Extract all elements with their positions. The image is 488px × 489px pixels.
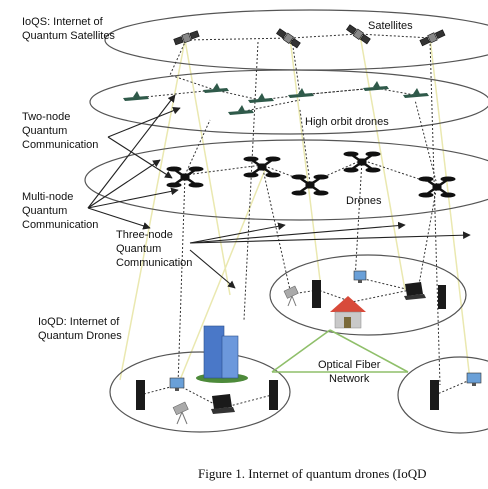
high-orbit-drone-icon <box>123 91 149 101</box>
quadcopter-icon <box>243 156 281 178</box>
quantum-beams <box>119 34 471 381</box>
drone-layer-ring <box>84 139 488 221</box>
server-tower-icon <box>269 380 278 410</box>
server-tower-icon <box>136 380 145 410</box>
quadcopter-icon <box>343 151 381 173</box>
monitor-icon <box>169 377 185 391</box>
satellite-icon <box>173 30 200 46</box>
layer-rings <box>84 9 488 434</box>
laptop-icon <box>404 282 426 300</box>
high-orbit-drones-label: High orbit drones <box>305 116 389 128</box>
house-icon <box>330 296 366 329</box>
server-tower-icon <box>438 285 446 309</box>
high-orbit-drone-icon <box>288 88 314 98</box>
laptop-icon <box>211 394 235 414</box>
high-orbit-drone-icon <box>228 105 254 115</box>
ioqd-label: IoQD: Internet of Quantum Drones <box>38 316 122 342</box>
satellites-label: Satellites <box>368 20 413 32</box>
center-cluster <box>283 270 446 329</box>
three-node-label: Three-node Quantum Communication <box>116 229 193 269</box>
monitor-icon <box>466 372 482 386</box>
left-cluster <box>136 377 278 425</box>
high-orbit-drones <box>123 81 429 115</box>
high-orbit-drone-icon <box>363 81 389 91</box>
ioqs-label: IoQS: Internet of Quantum Satellites <box>22 16 115 42</box>
satellite-icon <box>346 24 371 45</box>
satellites <box>173 24 446 49</box>
drones-label: Drones <box>346 195 382 207</box>
annotation-arrows <box>87 94 471 289</box>
quadcopter-icon <box>291 174 329 196</box>
high-orbit-drone-icon <box>203 83 229 93</box>
telescope-icon <box>283 285 299 307</box>
optical-fiber-label: Optical Fiber Network <box>318 359 381 385</box>
ioqd-network-ring-right <box>397 356 488 434</box>
ioqd-network-ring-left <box>109 351 291 433</box>
high-orbit-drone-layer-ring <box>89 69 488 135</box>
quadcopter-icon <box>418 176 456 198</box>
building-icon <box>196 325 248 383</box>
satellite-icon <box>419 29 446 47</box>
multi-node-label: Multi-node Quantum Communication <box>22 191 99 231</box>
monitor-icon <box>353 270 367 283</box>
high-orbit-drone-icon <box>248 93 274 103</box>
optical-fiber-links <box>271 329 409 373</box>
quadcopter-icon <box>166 166 204 188</box>
telescope-icon <box>172 401 189 425</box>
ioqd-network-ring-center <box>269 254 467 336</box>
figure-caption: Figure 1. Internet of quantum drones (Io… <box>198 466 427 481</box>
server-tower-icon <box>312 280 321 308</box>
server-tower-icon <box>430 380 439 410</box>
satellite-icon <box>276 28 301 49</box>
right-cluster <box>430 372 482 410</box>
drones <box>166 151 456 198</box>
two-node-label: Two-node Quantum Communication <box>22 111 99 151</box>
high-orbit-drone-icon <box>403 88 429 98</box>
